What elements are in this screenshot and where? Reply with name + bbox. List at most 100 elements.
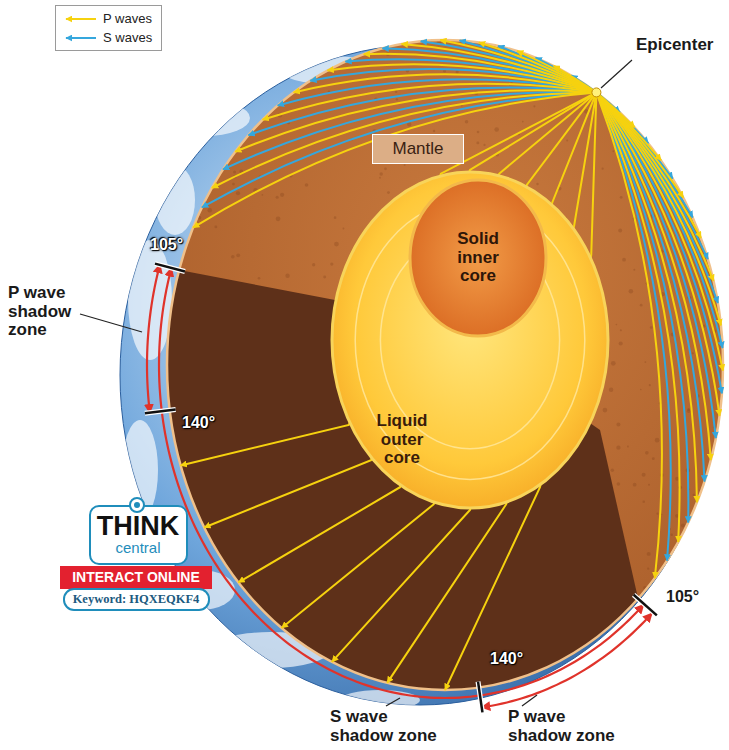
tick-mark: [145, 410, 176, 414]
texture-dot: [612, 150, 614, 152]
texture-dot: [190, 538, 193, 541]
texture-dot: [696, 86, 698, 88]
texture-dot: [627, 445, 629, 447]
texture-dot: [234, 82, 236, 84]
texture-dot: [611, 361, 616, 366]
texture-dot: [175, 174, 179, 178]
texture-dot: [558, 675, 562, 679]
texture-dot: [169, 65, 173, 69]
texture-dot: [250, 640, 253, 643]
texture-dot: [621, 660, 625, 664]
texture-dot: [199, 621, 203, 625]
texture-dot: [619, 341, 623, 345]
texture-dot: [384, 167, 387, 170]
texture-dot: [649, 639, 652, 642]
texture-dot: [660, 142, 663, 145]
texture-dot: [656, 598, 661, 603]
texture-dot: [433, 130, 435, 132]
legend-sample: [62, 33, 98, 43]
shadow-zone-label: S wave shadow zone: [330, 708, 446, 745]
texture-dot: [252, 642, 257, 647]
texture-dot: [663, 157, 666, 160]
texture-dot: [665, 151, 667, 153]
texture-dot: [674, 630, 678, 634]
texture-dot: [698, 103, 700, 105]
texture-dot: [330, 262, 333, 265]
texture-dot: [456, 70, 459, 73]
texture-dot: [166, 637, 169, 640]
texture-dot: [615, 681, 619, 685]
texture-dot: [396, 98, 398, 100]
leader-line: [80, 314, 142, 332]
texture-dot: [258, 277, 261, 280]
texture-dot: [210, 641, 214, 645]
epicenter-label: Epicenter: [636, 36, 713, 55]
tick-underlay: [145, 410, 176, 414]
texture-dot: [629, 83, 633, 87]
texture-dot: [181, 191, 183, 193]
texture-dot: [190, 218, 194, 222]
texture-dot: [693, 494, 695, 496]
texture-dot: [633, 483, 637, 487]
texture-dot: [172, 685, 174, 687]
texture-dot: [522, 121, 524, 123]
p-wave-ray: [596, 92, 723, 370]
texture-dot: [222, 68, 224, 70]
texture-dot: [280, 193, 284, 197]
texture-dot: [334, 242, 339, 247]
texture-dot: [176, 631, 180, 635]
legend-row: S waves: [62, 28, 152, 47]
texture-dot: [184, 620, 188, 624]
logo-word: THINK: [97, 513, 180, 540]
texture-dot: [653, 110, 657, 114]
texture-dot: [246, 628, 249, 631]
degree-label: 140°: [490, 650, 523, 668]
texture-dot: [656, 55, 660, 59]
p-wave-ray: [263, 84, 597, 120]
texture-dot: [656, 513, 658, 515]
texture-dot: [713, 566, 715, 568]
think-central-logo: THINKcentral: [89, 505, 188, 565]
s-wave-ray: [596, 92, 704, 481]
texture-dot: [230, 61, 233, 64]
legend-sample-line: [66, 18, 96, 20]
crust-rim: [167, 40, 723, 690]
p-wave-ray: [364, 54, 597, 93]
texture-dot: [172, 662, 176, 666]
texture-dot: [718, 87, 721, 90]
texture-dot: [477, 131, 480, 134]
texture-dot: [209, 686, 211, 688]
texture-dot: [305, 183, 309, 187]
texture-dot: [698, 54, 702, 58]
texture-dot: [637, 62, 641, 66]
texture-dot: [687, 409, 691, 413]
texture-dot: [566, 139, 568, 141]
texture-dot: [650, 326, 653, 329]
texture-dot: [194, 213, 197, 216]
degree-label: 105°: [666, 588, 699, 606]
texture-dot: [169, 181, 173, 185]
p-wave-shadow-arc: [147, 264, 160, 413]
texture-dot: [190, 99, 194, 103]
texture-dot: [603, 408, 608, 413]
texture-dot: [689, 77, 691, 79]
texture-dot: [338, 678, 343, 683]
texture-dot: [276, 196, 279, 199]
texture-dot: [312, 263, 315, 266]
texture-dot: [276, 216, 281, 221]
legend-sample: [62, 14, 98, 24]
texture-dot: [712, 170, 714, 172]
texture-dot: [620, 329, 622, 331]
texture-dot: [616, 324, 618, 326]
texture-dot: [226, 94, 228, 96]
texture-dot: [297, 662, 302, 667]
texture-dot: [261, 90, 263, 92]
tick-underlay: [478, 682, 482, 713]
texture-dot: [706, 518, 711, 523]
texture-dot: [647, 568, 649, 570]
p-wave-ray: [596, 92, 697, 502]
texture-dot: [231, 255, 235, 259]
legend-text: S waves: [103, 30, 152, 45]
texture-dot: [252, 73, 255, 76]
texture-dot: [379, 177, 381, 179]
